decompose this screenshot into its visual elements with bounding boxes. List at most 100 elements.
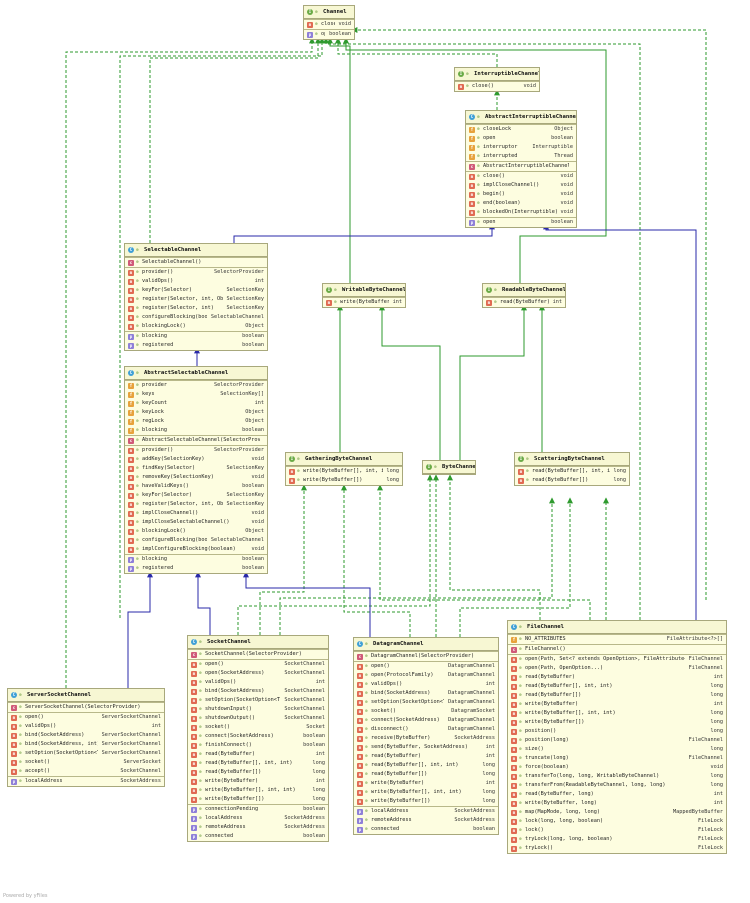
visibility-icon: ⊕ — [199, 662, 202, 667]
method-row: m⊕register(Selector, int, Object)Selecti… — [125, 500, 267, 509]
visibility-icon: ⊕ — [136, 428, 139, 433]
visibility-icon: ⊕ — [519, 738, 522, 743]
class-box-bytechannel[interactable]: I⊕ByteChannel — [422, 460, 476, 475]
member-name: tryLock(long, long, boolean) — [525, 836, 613, 842]
member-type: ServerSocketChannel — [101, 741, 161, 747]
method-row: m⊕position(long)FileChannel — [508, 736, 726, 745]
public-visibility-icon: ⊕ — [365, 641, 368, 647]
property-icon: p — [357, 817, 363, 824]
member-type: long — [710, 782, 724, 788]
class-name: AbstractSelectableChannel — [144, 369, 229, 376]
visibility-icon: ⊕ — [19, 760, 22, 765]
method-row: m⊕setOption(SocketOption<T>, T)SocketCha… — [188, 696, 328, 705]
member-name: register(Selector, int, Object) — [142, 501, 223, 507]
member-section: c⊕SocketChannel(SelectorProvider) — [188, 649, 328, 659]
member-name: bind(SocketAddress) — [371, 690, 431, 696]
visibility-icon: ⊕ — [136, 288, 139, 293]
member-name: write(ByteBuffer[]) — [205, 796, 265, 802]
member-type: SelectableChannel — [210, 537, 264, 543]
property-icon: p — [191, 806, 197, 813]
member-name: transferFrom(ReadableByteChannel, long, … — [525, 782, 666, 788]
member-name: SelectableChannel() — [142, 259, 202, 265]
member-type: ServerSocketChannel — [101, 714, 161, 720]
method-row: m⊕disconnect()DatagramChannel — [354, 725, 498, 734]
method-row: m⊕configureBlocking(boolean)SelectableCh… — [125, 536, 267, 545]
edge-writable-channel — [327, 37, 351, 283]
visibility-icon: ⊕ — [136, 324, 139, 329]
member-name: truncate(long) — [525, 755, 569, 761]
visibility-icon: ⊕ — [136, 466, 139, 471]
member-name: shutdownInput() — [205, 706, 252, 712]
method-icon: m — [511, 683, 517, 690]
member-type: long — [710, 746, 724, 752]
constructor-row: c⊕SocketChannel(SelectorProvider) — [188, 650, 328, 659]
class-header: I⊕WritableByteChannel — [323, 284, 405, 297]
member-type: DatagramChannel — [448, 663, 495, 669]
field-icon: f — [469, 135, 475, 142]
member-type: SocketAddress — [454, 735, 495, 741]
interface-icon: I — [518, 456, 524, 462]
member-name: write(ByteBuffer[]) — [371, 798, 431, 804]
method-row: m⊕implCloseSelectableChannel()void — [125, 518, 267, 527]
visibility-icon: ⊕ — [136, 419, 139, 424]
visibility-icon: ⊕ — [519, 702, 522, 707]
member-name: validOps() — [371, 681, 403, 687]
class-name: ReadableByteChannel — [502, 286, 565, 293]
method-icon: m — [289, 468, 295, 475]
method-row: m⊕write(ByteBuffer[], int, int)long — [286, 467, 402, 476]
method-row: m⊕validOps()int — [8, 722, 164, 731]
member-name: write(ByteBuffer[]) — [525, 719, 585, 725]
constructor-icon: c — [511, 646, 517, 653]
visibility-icon: ⊕ — [365, 727, 368, 732]
class-icon: C — [191, 639, 197, 645]
method-icon: m — [357, 735, 363, 742]
member-type: FileLock — [698, 836, 723, 842]
method-icon: m — [511, 656, 517, 663]
method-icon: m — [191, 679, 197, 686]
member-type: FileLock — [698, 845, 723, 851]
member-name: interrupted — [483, 153, 518, 159]
member-type: SocketAddress — [454, 808, 495, 814]
method-icon: m — [191, 796, 197, 803]
visibility-icon: ⊕ — [136, 566, 139, 571]
visibility-icon: ⊕ — [477, 154, 480, 159]
member-section: m⊕read(ByteBuffer[], int, int)longm⊕read… — [515, 466, 629, 485]
visibility-icon: ⊕ — [526, 478, 529, 483]
member-type: long — [312, 760, 326, 766]
method-icon: m — [128, 510, 134, 517]
method-icon: m — [511, 791, 517, 798]
class-name: DatagramChannel — [373, 640, 424, 647]
member-type: long — [482, 771, 496, 777]
member-type: SelectorProvider — [214, 382, 264, 388]
method-icon: m — [469, 200, 475, 207]
method-row: m⊕receive(ByteBuffer)SocketAddress — [354, 734, 498, 743]
method-row: m⊕validOps()int — [125, 277, 267, 286]
method-icon: m — [511, 746, 517, 753]
member-type: FileChannel — [688, 755, 723, 761]
method-row: m⊕validOps()int — [354, 680, 498, 689]
method-row: m⊕begin()void — [466, 190, 576, 199]
method-icon: m — [191, 733, 197, 740]
member-name: configureBlocking(boolean) — [142, 314, 207, 320]
member-section: m⊕write(ByteBuffer)int — [323, 297, 405, 307]
visibility-icon: ⊕ — [519, 647, 522, 652]
